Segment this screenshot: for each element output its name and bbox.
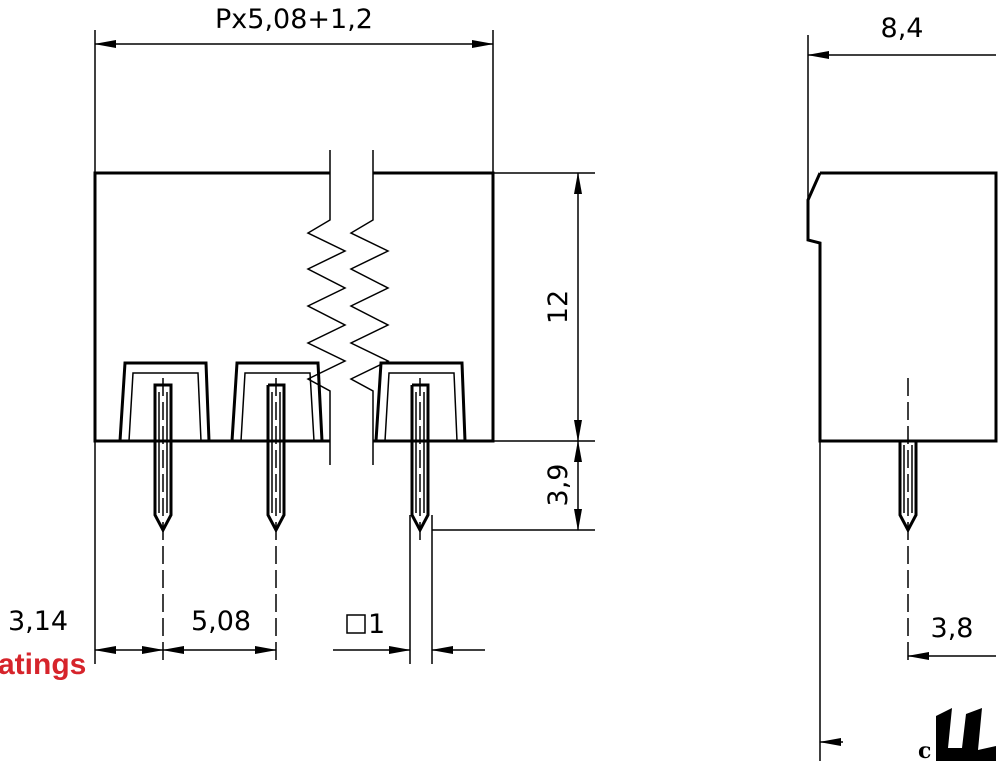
ul-mark-icon: c xyxy=(918,708,996,761)
pin-2 xyxy=(266,378,286,664)
front-dimensions: Px5,08+1,2 12 3,9 3,14 5,08 1 xyxy=(8,4,595,664)
front-view xyxy=(93,150,495,664)
break-line-left xyxy=(306,150,347,465)
pin-pocket-1 xyxy=(118,361,211,442)
depth-label: 8,4 xyxy=(881,13,924,44)
pin-3 xyxy=(409,378,433,664)
side-view: 8,4 3,8 xyxy=(806,13,998,761)
pin-length-label: 3,9 xyxy=(543,464,574,507)
pin-pocket-3 xyxy=(374,361,467,442)
total-width-label: Px5,08+1,2 xyxy=(215,4,373,35)
pin-square-label: 1 xyxy=(368,609,385,640)
pin-pocket-2 xyxy=(230,361,324,442)
pitch-label: 5,08 xyxy=(191,606,251,637)
housing-outline xyxy=(93,171,495,443)
first-pin-offset-label: 3,14 xyxy=(8,606,68,637)
side-pin xyxy=(898,378,918,664)
pin-side-offset-label: 3,8 xyxy=(931,613,974,644)
pin-1 xyxy=(153,378,173,664)
height-label: 12 xyxy=(543,290,574,324)
side-housing-outline xyxy=(806,171,998,443)
square-icon xyxy=(346,614,366,634)
svg-text:c: c xyxy=(918,738,931,761)
break-line-right xyxy=(349,150,390,465)
ratings-fragment: atings xyxy=(0,648,86,681)
